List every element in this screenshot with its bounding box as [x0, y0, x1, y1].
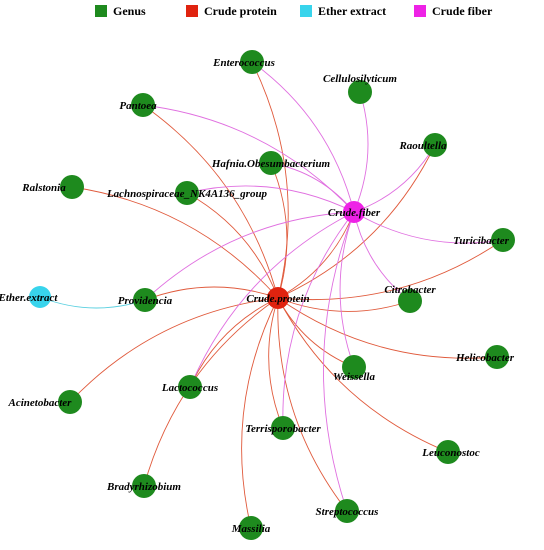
node-leuconostoc[interactable]	[436, 440, 460, 464]
node-terrisporobacter[interactable]	[271, 416, 295, 440]
node-label-providencia: Providencia	[118, 295, 173, 307]
legend-label: Ether extract	[318, 4, 386, 18]
node-label-massilia: Massilia	[231, 523, 271, 535]
edge-crude-fiber-enterococcus	[251, 61, 355, 213]
node-label-terrisporobacter: Terrisporobacter	[245, 423, 321, 435]
node-enterococcus[interactable]	[240, 50, 264, 74]
legend-label: Genus	[113, 4, 146, 18]
edge-crude-protein-acinetobacter	[69, 297, 279, 403]
node-label-bradyrhizobium: Bradyrhizobium	[106, 481, 181, 493]
edge-crude-fiber-streptococcus	[323, 211, 355, 512]
edge-crude-protein-massilia	[241, 297, 279, 529]
node-streptococcus[interactable]	[335, 499, 359, 523]
edge-crude-protein-streptococcus	[277, 297, 348, 512]
edge-crude-fiber-cellulosilyticum	[353, 91, 369, 213]
node-citrobacter[interactable]	[398, 289, 422, 313]
node-label-ether-extract: Ether.extract	[0, 292, 58, 304]
node-label-crude-protein: Crude.protein	[246, 293, 309, 305]
edge-crude-protein-citrobacter	[277, 297, 411, 312]
node-label-cellulosilyticum: Cellulosilyticum	[323, 73, 397, 85]
edge-crude-fiber-turicibacter	[353, 211, 504, 244]
node-label-leuconostoc: Leuconostoc	[421, 447, 480, 459]
node-hafnia[interactable]	[259, 151, 283, 175]
legend-label: Crude fiber	[432, 4, 493, 18]
node-lachnospiraceae[interactable]	[175, 181, 199, 205]
legend-swatch	[186, 5, 198, 17]
edge-crude-protein-pantoea	[142, 104, 279, 299]
edge-crude-protein-providencia	[144, 286, 279, 301]
legend-item-crude-fiber: Crude fiber	[414, 4, 493, 18]
node-label-enterococcus: Enterococcus	[212, 57, 275, 69]
node-massilia[interactable]	[239, 516, 263, 540]
node-ether-extract[interactable]	[29, 286, 51, 308]
node-raoultella[interactable]	[423, 133, 447, 157]
node-crude-fiber[interactable]	[343, 201, 365, 223]
node-layer	[29, 50, 515, 540]
node-ralstonia[interactable]	[60, 175, 84, 199]
node-turicibacter[interactable]	[491, 228, 515, 252]
edge-crude-protein-crude-fiber	[277, 211, 355, 299]
edge-crude-protein-lachnospiraceae	[186, 192, 279, 299]
node-label-ralstonia: Ralstonia	[21, 182, 66, 194]
node-label-lachnospiraceae: Lachnospiraceae_NK4A136_group	[106, 188, 268, 200]
edge-crude-fiber-lachnospiraceae	[186, 185, 355, 213]
edge-crude-fiber-raoultella	[353, 144, 436, 213]
legend-item-genus: Genus	[95, 4, 146, 18]
node-label-hafnia: Hafnia.Obesumbacterium	[211, 158, 331, 170]
edge-crude-fiber-lactococcus	[189, 211, 355, 388]
edge-crude-protein-turicibacter	[277, 239, 504, 301]
legend-swatch	[414, 5, 426, 17]
legend-item-ether-extract: Ether extract	[300, 4, 386, 18]
node-helicobacter[interactable]	[485, 345, 509, 369]
edge-crude-protein-ralstonia	[71, 186, 279, 299]
edge-crude-protein-enterococcus	[251, 61, 289, 299]
node-label-lactococcus: Lactococcus	[161, 382, 218, 394]
node-label-citrobacter: Citrobacter	[384, 284, 436, 296]
edge-crude-protein-lactococcus	[189, 297, 279, 388]
edge-crude-fiber-weissella	[339, 211, 355, 368]
node-weissella[interactable]	[342, 355, 366, 379]
edge-crude-protein-leuconostoc	[277, 297, 449, 453]
legend-item-crude-protein: Crude protein	[186, 4, 277, 18]
node-label-weissella: Weissella	[333, 371, 375, 383]
node-pantoea[interactable]	[131, 93, 155, 117]
node-label-raoultella: Raoultella	[398, 140, 447, 152]
edge-crude-fiber-terrisporobacter	[282, 211, 355, 429]
legend-swatch	[95, 5, 107, 17]
node-label-turicibacter: Turicibacter	[453, 235, 510, 247]
edge-crude-fiber-providencia	[144, 211, 355, 301]
edge-crude-protein-hafnia	[270, 162, 288, 299]
node-cellulosilyticum[interactable]	[348, 80, 372, 104]
node-providencia[interactable]	[133, 288, 157, 312]
edge-crude-protein-helicobacter	[277, 297, 498, 359]
edge-crude-protein-raoultella	[277, 144, 436, 299]
node-label-acinetobacter: Acinetobacter	[8, 397, 73, 409]
legend-label: Crude protein	[204, 4, 277, 18]
node-lactococcus[interactable]	[178, 375, 202, 399]
node-bradyrhizobium[interactable]	[132, 474, 156, 498]
node-label-helicobacter: Helicobacter	[455, 352, 515, 364]
node-label-pantoea: Pantoea	[119, 100, 157, 112]
legend-swatch	[300, 5, 312, 17]
node-acinetobacter[interactable]	[58, 390, 82, 414]
node-label-crude-fiber: Crude.fiber	[328, 207, 381, 219]
edge-crude-protein-terrisporobacter	[268, 297, 284, 429]
legend: Genus Crude protein Ether extract Crude fib…	[95, 4, 493, 18]
node-crude-protein[interactable]	[267, 287, 289, 309]
node-label-streptococcus: Streptococcus	[316, 506, 379, 518]
